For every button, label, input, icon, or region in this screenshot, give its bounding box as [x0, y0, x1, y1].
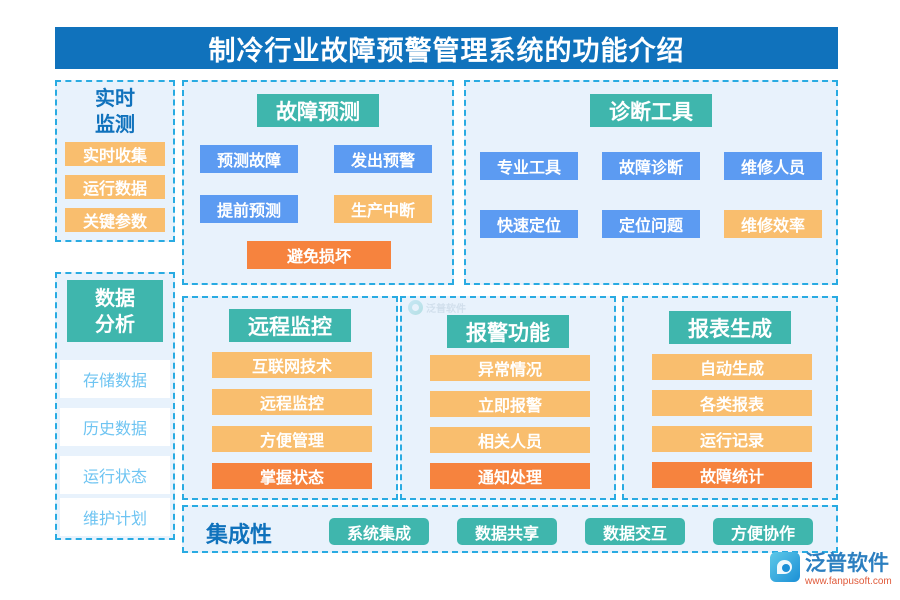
chip-history-data[interactable]: 历史数据: [60, 408, 170, 446]
title-line-1: 实时: [95, 85, 135, 110]
brand-url: www.fanpusoft.com: [805, 576, 892, 587]
chip-remote-monitoring[interactable]: 远程监控: [212, 389, 372, 415]
chip-maintenance-staff[interactable]: 维修人员: [724, 152, 822, 180]
panel-fault-prediction-title: 故障预测: [257, 94, 379, 127]
chip-store-data[interactable]: 存储数据: [60, 360, 170, 398]
chip-running-status[interactable]: 运行状态: [60, 456, 170, 494]
chip-system-integration[interactable]: 系统集成: [329, 518, 429, 545]
brand-logo: 泛普软件 www.fanpusoft.com: [770, 552, 892, 588]
chip-avoid-damage[interactable]: 避免损坏: [247, 241, 391, 269]
panel-alarm-function: 泛普软件 报警功能 异常情况 立即报警 相关人员 通知处理: [400, 296, 616, 500]
panel-data-analysis: 数据 分析 存储数据 历史数据 运行状态 维护计划: [55, 272, 175, 540]
brand-mark-icon: [408, 300, 423, 315]
chip-key-parameters[interactable]: 关键参数: [65, 208, 165, 232]
chip-professional-tools[interactable]: 专业工具: [480, 152, 578, 180]
panel-alarm-function-title: 报警功能: [447, 315, 569, 348]
chip-notify-handling[interactable]: 通知处理: [430, 463, 590, 489]
title-line-2: 监测: [95, 111, 135, 136]
chip-fault-statistics[interactable]: 故障统计: [652, 462, 812, 488]
panel-integration-title: 集成性: [206, 523, 273, 548]
chip-grasp-status[interactable]: 掌握状态: [212, 463, 372, 489]
chip-early-forecast[interactable]: 提前预测: [200, 195, 298, 223]
watermark-logo-small: 泛普软件: [408, 300, 466, 315]
chip-data-sharing[interactable]: 数据共享: [457, 518, 557, 545]
panel-fault-prediction: 故障预测 预测故障 发出预警 提前预测 生产中断 避免损坏: [182, 80, 454, 285]
panel-realtime-monitoring-title: 实时 监测: [57, 82, 173, 139]
chip-internet-technology[interactable]: 互联网技术: [212, 352, 372, 378]
panel-remote-monitoring-title: 远程监控: [229, 309, 351, 342]
brand-name: 泛普软件: [805, 551, 889, 575]
panel-report-generation-title: 报表生成: [669, 311, 791, 344]
chip-fast-locate[interactable]: 快速定位: [480, 210, 578, 238]
chip-realtime-collect[interactable]: 实时收集: [65, 142, 165, 166]
chip-issue-warning[interactable]: 发出预警: [334, 145, 432, 173]
chip-data-exchange[interactable]: 数据交互: [585, 518, 685, 545]
chip-easy-collaboration[interactable]: 方便协作: [713, 518, 813, 545]
watermark-brand-text: 泛普软件: [426, 304, 466, 315]
chip-related-personnel[interactable]: 相关人员: [430, 427, 590, 453]
panel-diagnostic-tools-title: 诊断工具: [590, 94, 712, 127]
panel-report-generation: 报表生成 自动生成 各类报表 运行记录 故障统计: [622, 296, 838, 500]
chip-abnormal-situation[interactable]: 异常情况: [430, 355, 590, 381]
panel-data-analysis-title: 数据 分析: [67, 280, 163, 342]
brand-logo-icon: [770, 552, 800, 582]
chip-immediate-alarm[interactable]: 立即报警: [430, 391, 590, 417]
chip-production-halt[interactable]: 生产中断: [334, 195, 432, 223]
panel-remote-monitoring: 远程监控 互联网技术 远程监控 方便管理 掌握状态: [182, 296, 398, 500]
panel-integration: 集成性 系统集成 数据共享 数据交互 方便协作: [182, 505, 838, 553]
page-title-text: 制冷行业故障预警管理系统的功能介绍: [208, 35, 685, 67]
title-line-1: 数据: [95, 286, 135, 310]
chip-repair-efficiency[interactable]: 维修效率: [724, 210, 822, 238]
chip-fault-diagnosis[interactable]: 故障诊断: [602, 152, 700, 180]
chip-various-reports[interactable]: 各类报表: [652, 390, 812, 416]
chip-easy-management[interactable]: 方便管理: [212, 426, 372, 452]
chip-running-data[interactable]: 运行数据: [65, 175, 165, 199]
chip-predict-fault[interactable]: 预测故障: [200, 145, 298, 173]
title-line-2: 分析: [95, 312, 135, 336]
chip-operation-log[interactable]: 运行记录: [652, 426, 812, 452]
chip-locate-problem[interactable]: 定位问题: [602, 210, 700, 238]
panel-diagnostic-tools: 诊断工具 专业工具 故障诊断 维修人员 快速定位 定位问题 维修效率: [464, 80, 838, 285]
chip-maintenance-plan[interactable]: 维护计划: [60, 498, 170, 536]
page-title: 制冷行业故障预警管理系统的功能介绍: [55, 27, 838, 69]
chip-auto-generate[interactable]: 自动生成: [652, 354, 812, 380]
brand-logo-text: 泛普软件 www.fanpusoft.com: [805, 552, 892, 588]
panel-realtime-monitoring: 实时 监测 实时收集 运行数据 关键参数: [55, 80, 175, 242]
